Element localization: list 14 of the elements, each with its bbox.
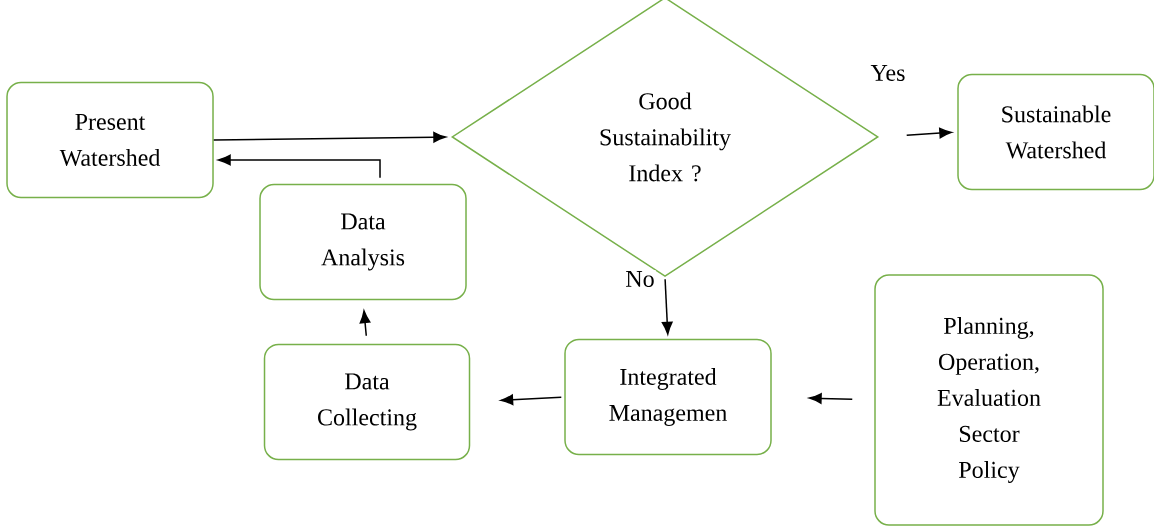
arrow: [500, 394, 562, 406]
arrow: [808, 393, 853, 404]
process-box: Sustainable Watershed: [957, 73, 1154, 191]
process-box: Integrated Managemen: [564, 338, 772, 456]
process-box: Data Analysis: [259, 183, 467, 301]
arrow: [905, 127, 953, 139]
arrow: [213, 131, 447, 143]
edge-label: No: [624, 270, 656, 288]
arrow: [359, 310, 371, 337]
process-box: Data Collecting: [263, 343, 471, 461]
arrow: [217, 154, 381, 179]
process-box: Present Watershed: [6, 81, 214, 199]
arrow: [661, 278, 673, 335]
process-box: Planning, Operation, Evaluation Sector Policy: [874, 274, 1104, 526]
